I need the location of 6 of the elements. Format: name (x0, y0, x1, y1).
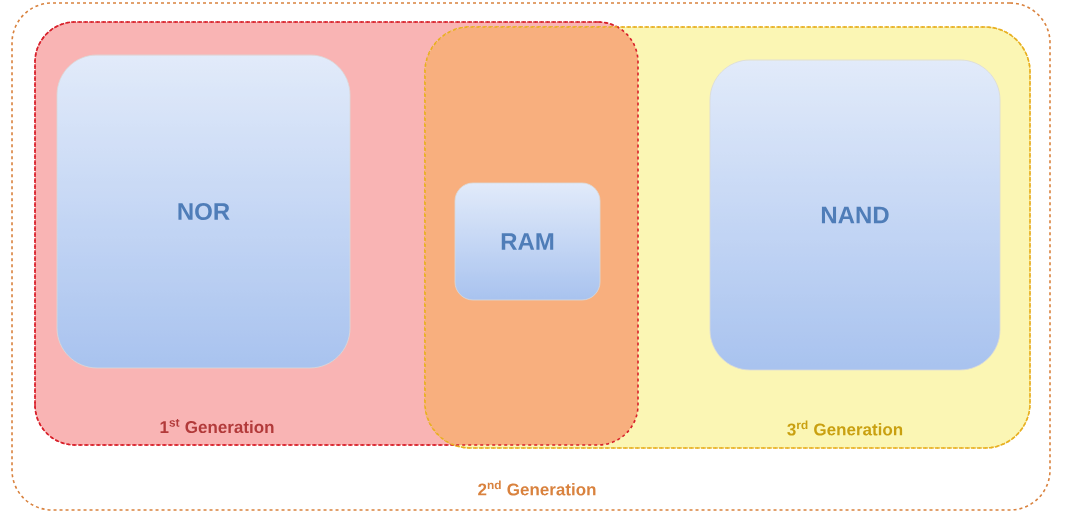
region-label: 1$^{st}$ Generation (160, 418, 274, 434)
memory-box: NOR (56, 54, 351, 369)
memory-box: RAM (454, 182, 601, 301)
memory-box: NAND (709, 59, 1001, 371)
region-label: 2$^{nd}$ Generation (478, 480, 596, 496)
region-label: 3$^{rd}$ Generation (787, 420, 903, 436)
